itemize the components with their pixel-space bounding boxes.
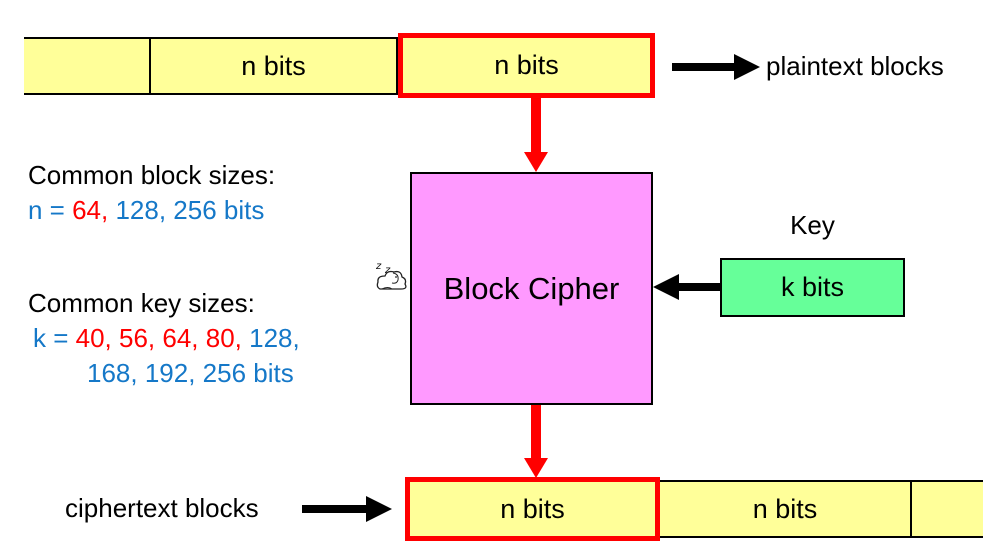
ciphertext-block-nbits: n bits — [658, 480, 912, 538]
ciphertext-block-partial — [912, 480, 983, 538]
key-sizes-values-line2: 168, 192, 256 bits — [28, 356, 300, 391]
key-sizes-seg-1: 40, 56, 64, 80, — [75, 323, 242, 353]
key-box-label: k bits — [780, 272, 845, 302]
key-sizes-seg-3: 168, 192, 256 bits — [87, 358, 294, 388]
output-arrow-body — [531, 404, 541, 458]
key-arrow-body — [679, 283, 720, 291]
output-arrow-head-icon — [524, 458, 548, 478]
key-sizes-seg-0: k = — [33, 323, 76, 353]
key-arrow-head-icon — [653, 274, 679, 300]
plaintext-block-partial — [24, 37, 151, 95]
input-arrow-head-icon — [524, 152, 548, 172]
key-sizes-title: Common key sizes: — [28, 288, 255, 318]
ciphertext-arrow-body — [302, 505, 366, 513]
sleeping-pointer-icon: z z — [375, 261, 407, 290]
block-sizes-seg-1: 64, — [72, 195, 109, 225]
key-sizes-note: Common key sizes: k = 40, 56, 64, 80, 12… — [28, 286, 300, 391]
block-cipher-box: Block Cipher — [410, 172, 653, 405]
ciphertext-arrow-head-icon — [366, 496, 392, 522]
svg-text:z: z — [384, 265, 391, 276]
plaintext-arrow-head-icon — [734, 54, 760, 80]
block-sizes-seg-2: 128, 256 bits — [108, 195, 265, 225]
ciphertext-blocks-label: ciphertext blocks — [65, 493, 259, 523]
key-box: k bits — [720, 258, 905, 317]
block-cipher-label: Block Cipher — [443, 270, 620, 306]
block-sizes-seg-0: n = — [28, 195, 73, 225]
input-arrow-body — [531, 96, 541, 152]
key-sizes-values-line1: k = 40, 56, 64, 80, 128, — [28, 321, 300, 356]
key-sizes-seg-2: 128, — [241, 323, 300, 353]
plaintext-arrow-body — [672, 63, 734, 71]
block-sizes-note: Common block sizes: n = 64, 128, 256 bit… — [28, 158, 275, 228]
block-sizes-values: n = 64, 128, 256 bits — [28, 193, 275, 228]
key-title: Key — [790, 210, 835, 240]
plaintext-block-highlighted: n bits — [398, 33, 655, 98]
block-sizes-title: Common block sizes: — [28, 160, 276, 190]
ciphertext-block-highlighted: n bits — [405, 477, 660, 541]
plaintext-blocks-label: plaintext blocks — [766, 51, 944, 81]
svg-text:z: z — [375, 261, 382, 272]
plaintext-block-nbits: n bits — [151, 37, 398, 95]
